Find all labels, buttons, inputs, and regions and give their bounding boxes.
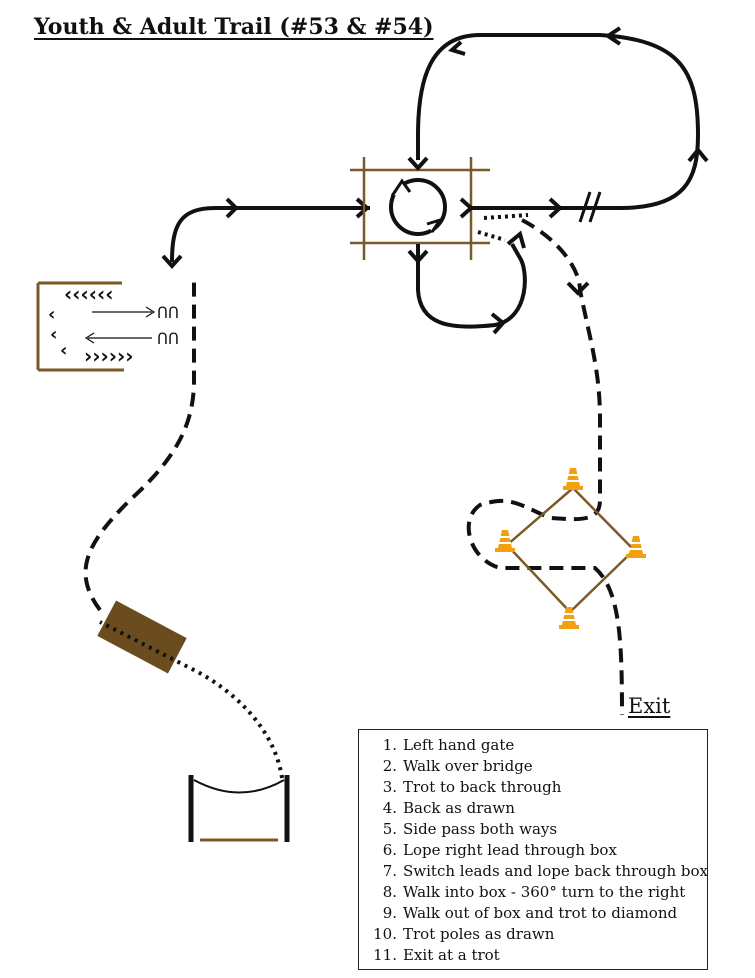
instruction-text: Switch leads and lope back through box [403, 862, 708, 880]
instruction-text: Walk over bridge [403, 757, 533, 775]
instruction-text: Back as drawn [403, 799, 515, 817]
instruction-item: 11. Exit at a trot [367, 945, 701, 966]
instruction-number: 3. [382, 778, 397, 796]
instruction-text: Lope right lead through box [403, 841, 617, 859]
instruction-number: 10. [373, 925, 397, 943]
instruction-text: Walk out of box and trot to diamond [403, 904, 678, 922]
instruction-text: Exit at a trot [403, 946, 500, 964]
instruction-item: 2. Walk over bridge [367, 756, 701, 777]
bridge [97, 600, 187, 674]
instruction-item: 10. Trot poles as drawn [367, 924, 701, 945]
instruction-item: 5. Side pass both ways [367, 819, 701, 840]
instruction-number: 11. [373, 946, 397, 964]
instruction-number: 6. [382, 841, 397, 859]
instruction-text: Side pass both ways [403, 820, 558, 838]
instruction-text: Walk into box - 360° turn to the right [403, 883, 686, 901]
instruction-number: 2. [382, 757, 397, 775]
instructions-legend: 1. Left hand gate 2. Walk over bridge 3. Trot… [358, 729, 708, 970]
svg-text:‹‹‹‹‹‹: ‹‹‹‹‹‹ [64, 282, 113, 306]
page-title: Youth & Adult Trail (#53 & #54) [34, 14, 434, 40]
instructions-list: 1. Left hand gate 2. Walk over bridge 3. Trot… [367, 735, 708, 966]
svg-text:ᑎᑎ: ᑎᑎ [157, 330, 179, 348]
instruction-item: 8. Walk into box - 360° turn to the right [367, 882, 701, 903]
cone-icon [562, 467, 584, 491]
exit-label: Exit [628, 694, 671, 718]
left-hand-gate [188, 775, 290, 842]
box-obstacle [350, 157, 490, 260]
instruction-item: 6. Lope right lead through box [367, 840, 701, 861]
path-lope-back-through [416, 243, 527, 329]
svg-text:‹: ‹ [48, 304, 55, 325]
svg-text:ᑎᑎ: ᑎᑎ [157, 304, 179, 322]
instruction-number: 9. [382, 904, 397, 922]
instruction-number: 7. [382, 862, 397, 880]
instruction-number: 4. [382, 799, 397, 817]
instruction-item: 7. Switch leads and lope back through box [367, 861, 708, 882]
instruction-text: Trot to back through [403, 778, 562, 796]
path-trot-to-diamond [466, 218, 624, 716]
back-through-obstacle: ‹‹‹‹‹‹ ›››››› ‹ ‹ ‹ ᑎᑎ ᑎᑎ [36, 281, 179, 372]
path-to-box [170, 206, 370, 263]
instruction-item: 3. Trot to back through [367, 777, 701, 798]
cone-icon [625, 535, 647, 559]
instruction-text: Trot poles as drawn [403, 925, 555, 943]
svg-text:‹: ‹ [50, 324, 57, 345]
path-lope-right-lead [416, 33, 701, 210]
trot-poles-diamond [494, 467, 647, 630]
instruction-number: 8. [382, 883, 397, 901]
svg-text:‹: ‹ [60, 340, 67, 361]
instruction-number: 1. [382, 736, 397, 754]
cone-icon [558, 606, 580, 630]
svg-text:››››››: ›››››› [84, 344, 133, 368]
instruction-item: 9. Walk out of box and trot to diamond [367, 903, 701, 924]
path-walk-over-bridge [99, 620, 284, 779]
instruction-text: Left hand gate [403, 736, 515, 754]
instruction-item: 1. Left hand gate [367, 735, 701, 756]
instruction-number: 5. [382, 820, 397, 838]
instruction-item: 4. Back as drawn [367, 798, 701, 819]
